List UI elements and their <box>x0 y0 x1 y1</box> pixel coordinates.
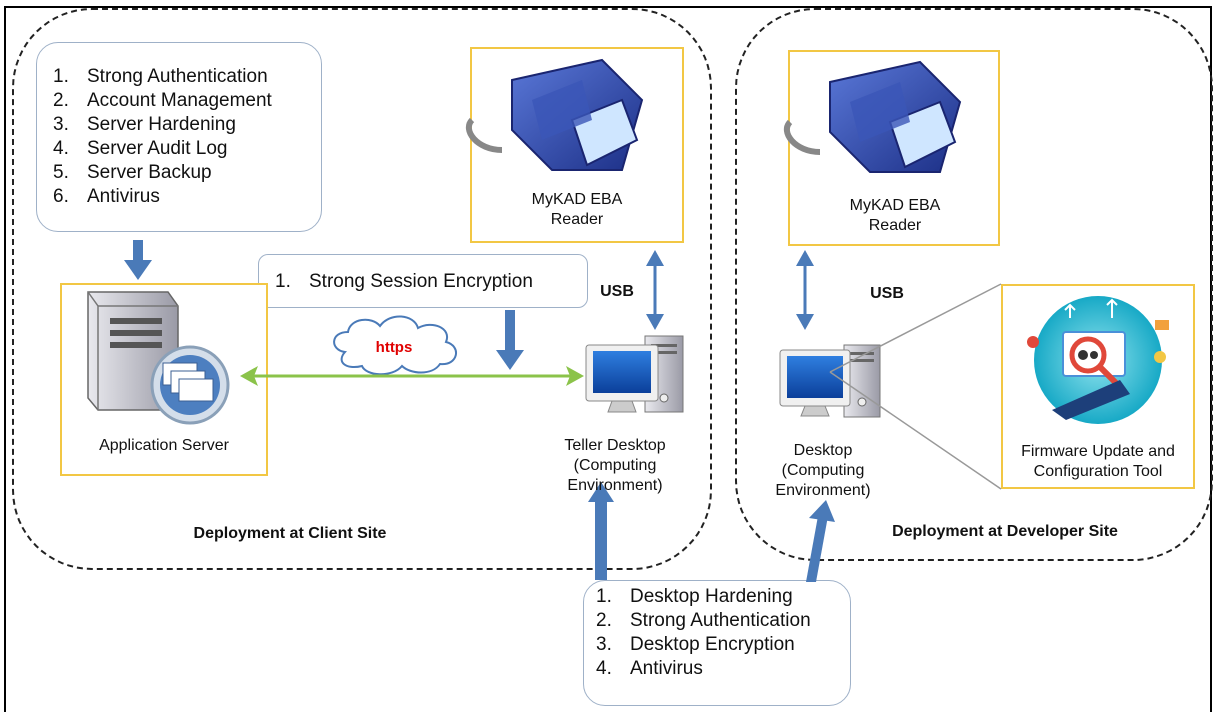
client-site-zone <box>12 8 712 570</box>
zoom-line <box>829 371 1002 490</box>
control-item: 4. Server Audit Log <box>53 137 321 161</box>
control-item-text: Server Backup <box>87 162 212 183</box>
control-item-number: 3. <box>53 114 69 135</box>
app-server-label: Application Server <box>99 437 229 454</box>
control-item-number: 2. <box>53 90 69 111</box>
session-controls-arrow <box>496 310 524 370</box>
control-item-text: Antivirus <box>87 186 160 207</box>
server-controls-arrow <box>124 240 152 280</box>
control-item-number: 5. <box>53 162 69 183</box>
reader-client-label: MyKAD EBA Reader <box>531 191 623 228</box>
control-item-text: Strong Authentication <box>630 610 811 631</box>
control-item-text: Desktop Encryption <box>630 634 795 655</box>
https-label: https <box>375 339 413 356</box>
teller-desktop-label: Teller Desktop (Computing Environment) <box>564 437 666 494</box>
control-item-text: Antivirus <box>630 658 703 679</box>
control-item-text: Server Hardening <box>87 114 236 135</box>
usb-link-arrow-client <box>646 250 664 330</box>
control-item-number: 4. <box>53 138 69 159</box>
control-item: 4. Antivirus <box>596 657 850 681</box>
usb-label-client: USB <box>600 283 634 300</box>
reader-dev-label: MyKAD EBA Reader <box>849 197 941 234</box>
control-item-number: 1. <box>53 66 69 87</box>
firmware-tool-label: Firmware Update and Configuration Tool <box>1021 443 1175 480</box>
control-item-text: Account Management <box>87 90 272 111</box>
session-controls-list: 1. Strong Session Encryption <box>275 270 587 294</box>
server-icon <box>87 291 230 425</box>
control-item-number: 6. <box>53 186 69 207</box>
control-item: 1. Desktop Hardening <box>596 585 850 609</box>
control-item: 2. Strong Authentication <box>596 609 850 633</box>
control-item-text: Server Audit Log <box>87 138 228 159</box>
firmware-tool-illustration <box>1027 296 1169 424</box>
control-item-number: 3. <box>596 634 612 655</box>
desktop-computer-icon <box>585 335 684 413</box>
control-item: 2. Account Management <box>53 89 321 113</box>
desktop-controls-list: 1. Desktop Hardening 2. Strong Authenticati… <box>596 585 850 681</box>
control-item: 1. Strong Session Encryption <box>275 270 587 294</box>
control-item-text: Strong Authentication <box>87 66 268 87</box>
server-controls-callout: 1. Strong Authentication 2. Account Managem… <box>36 42 322 232</box>
card-reader-icon <box>465 58 644 171</box>
usb-label-dev: USB <box>870 285 904 302</box>
server-controls-list: 1. Strong Authentication 2. Account Managem… <box>53 65 321 209</box>
https-cloud <box>333 315 457 376</box>
client-zone-title: Deployment at Client Site <box>193 525 387 542</box>
dev-desktop-label: Desktop (Computing Environment) <box>775 442 871 499</box>
developer-site-zone <box>735 8 1213 561</box>
control-item-number: 2. <box>596 610 612 631</box>
control-item: 6. Antivirus <box>53 185 321 209</box>
desktop-computer-icon <box>779 344 881 418</box>
control-item-text: Desktop Hardening <box>630 586 793 607</box>
https-link-arrow <box>240 366 584 386</box>
control-item: 1. Strong Authentication <box>53 65 321 89</box>
usb-link-arrow-dev <box>796 250 814 330</box>
control-item-number: 1. <box>275 271 291 292</box>
desktop-controls-arrow-teller <box>588 482 614 580</box>
zoom-line <box>829 283 1002 373</box>
control-item-text: Strong Session Encryption <box>309 271 533 292</box>
session-controls-callout: 1. Strong Session Encryption <box>258 254 588 308</box>
card-reader-icon <box>783 60 962 173</box>
control-item-number: 4. <box>596 658 612 679</box>
developer-zone-title: Deployment at Developer Site <box>892 523 1118 540</box>
control-item: 5. Server Backup <box>53 161 321 185</box>
desktop-controls-arrow-dev <box>806 500 835 582</box>
control-item: 3. Server Hardening <box>53 113 321 137</box>
control-item: 3. Desktop Encryption <box>596 633 850 657</box>
control-item-number: 1. <box>596 586 612 607</box>
desktop-controls-callout: 1. Desktop Hardening 2. Strong Authenticati… <box>583 580 851 706</box>
